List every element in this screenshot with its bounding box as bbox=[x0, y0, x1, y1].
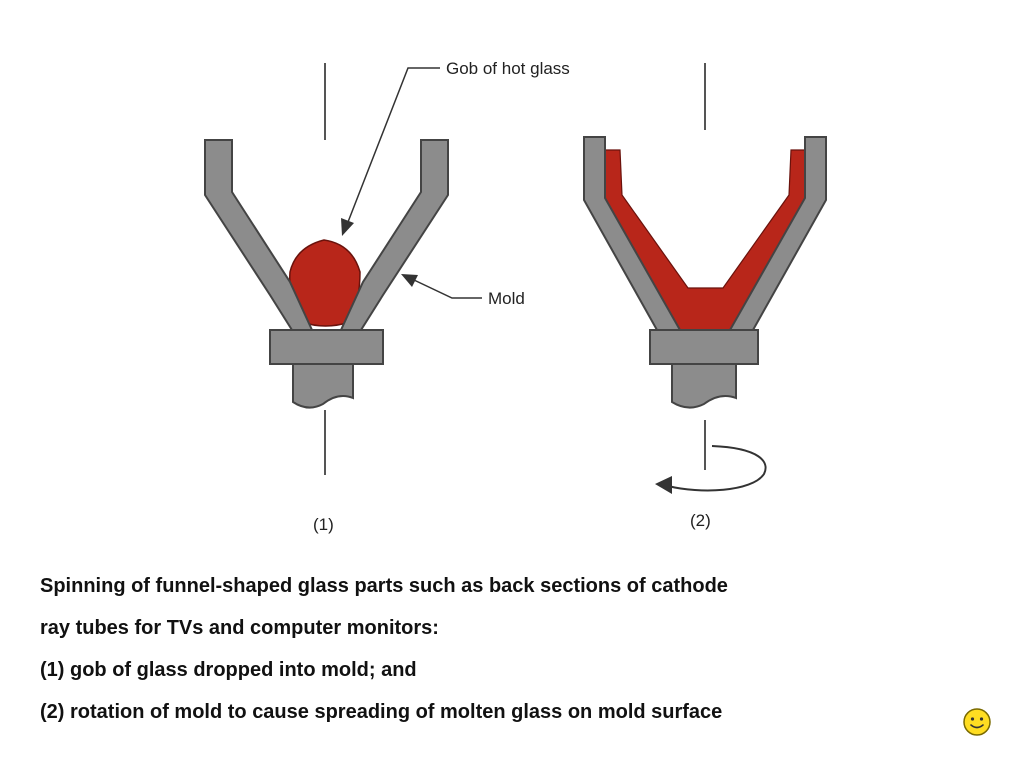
caption-line-1: Spinning of funnel-shaped glass parts su… bbox=[40, 575, 728, 597]
mold-shaft-left bbox=[292, 361, 354, 409]
caption: Spinning of funnel-shaped glass parts su… bbox=[40, 565, 1000, 733]
mold-wall-left-1 bbox=[204, 139, 314, 331]
mold-left bbox=[204, 63, 449, 475]
callout-gob: Gob of hot glass bbox=[341, 59, 570, 236]
spinning-mold-diagram: Gob of hot glass Mold (1) (2) bbox=[204, 59, 827, 534]
glass-spread-layer bbox=[604, 149, 806, 331]
panel-label-1: (1) bbox=[313, 515, 334, 534]
callout-mold-label: Mold bbox=[488, 289, 525, 308]
mold-right bbox=[583, 63, 827, 494]
mold-shaft-right bbox=[671, 361, 737, 409]
caption-line-2: ray tubes for TVs and computer monitors: bbox=[40, 617, 439, 639]
caption-line-4: (2) rotation of mold to cause spreading … bbox=[40, 701, 723, 723]
mold-base-left bbox=[269, 329, 384, 365]
rotation-arrow-icon bbox=[655, 445, 767, 494]
caption-line-3: (1) gob of glass dropped into mold; and bbox=[40, 659, 417, 681]
callout-mold: Mold bbox=[401, 274, 525, 308]
panel-label-2: (2) bbox=[690, 511, 711, 530]
callout-gob-label: Gob of hot glass bbox=[446, 59, 570, 78]
mold-base-right bbox=[649, 329, 759, 365]
smiley-icon bbox=[963, 708, 991, 736]
mold-wall-right-1 bbox=[339, 139, 449, 331]
